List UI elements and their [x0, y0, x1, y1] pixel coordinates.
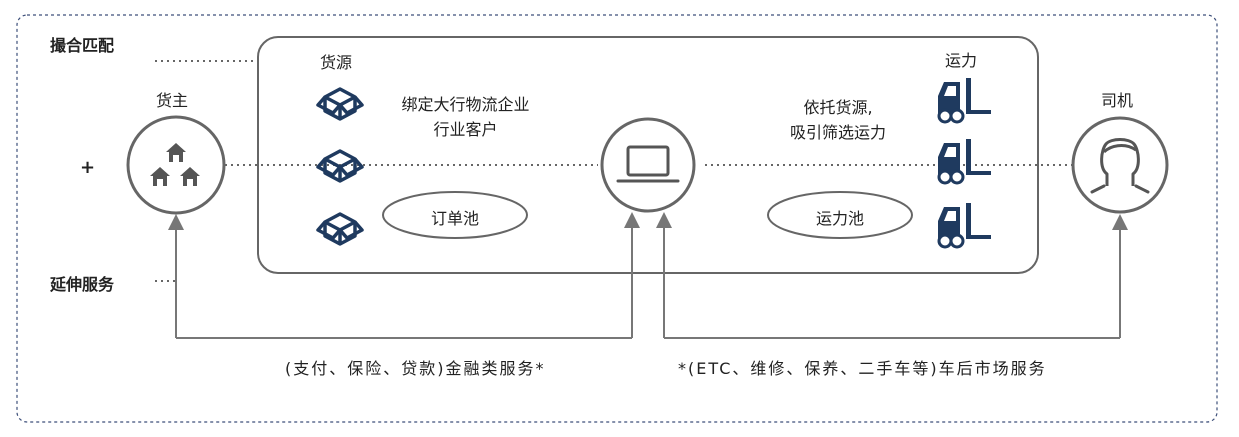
capacity-desc-line2: 吸引筛选运力 — [789, 123, 886, 142]
matching-label: 撮合匹配 — [50, 36, 115, 55]
forklift-icon — [936, 76, 993, 124]
laptop-icon — [616, 145, 680, 183]
platform-frame — [257, 36, 1039, 274]
forklift-icon — [936, 137, 993, 185]
cargo-source-desc-line1: 绑定大行物流企业 — [401, 95, 530, 114]
capacity-pool-ellipse — [767, 191, 913, 239]
driver-label: 司机 — [1101, 91, 1134, 110]
box-icon — [316, 149, 364, 183]
capacity-desc-line1: 依托货源, — [803, 98, 873, 117]
extension-label: 延伸服务 — [50, 275, 115, 294]
shipper-circle — [126, 115, 226, 215]
capacity-title: 运力 — [945, 51, 978, 70]
order-pool-ellipse — [382, 191, 528, 239]
financial-service-label: (支付、保险、贷款)金融类服务* — [285, 359, 546, 378]
platform-laptop-circle — [600, 117, 696, 213]
person-icon — [1090, 138, 1150, 194]
shipper-label: 货主 — [156, 91, 189, 110]
forklift-icon — [936, 201, 993, 249]
cargo-source-desc-line2: 行业客户 — [433, 120, 498, 139]
driver-circle — [1071, 116, 1169, 214]
plus-sign: + — [80, 157, 96, 178]
outer-dashed-frame — [16, 14, 1218, 423]
cargo-source-title: 货源 — [320, 53, 353, 72]
capacity-pool-label: 运力池 — [815, 209, 864, 228]
box-icon — [316, 212, 364, 246]
aftermarket-service-label: *(ETC、维修、保养、二手车等)车后市场服务 — [678, 359, 1047, 378]
box-icon — [316, 87, 364, 121]
order-pool-label: 订单池 — [430, 209, 479, 228]
